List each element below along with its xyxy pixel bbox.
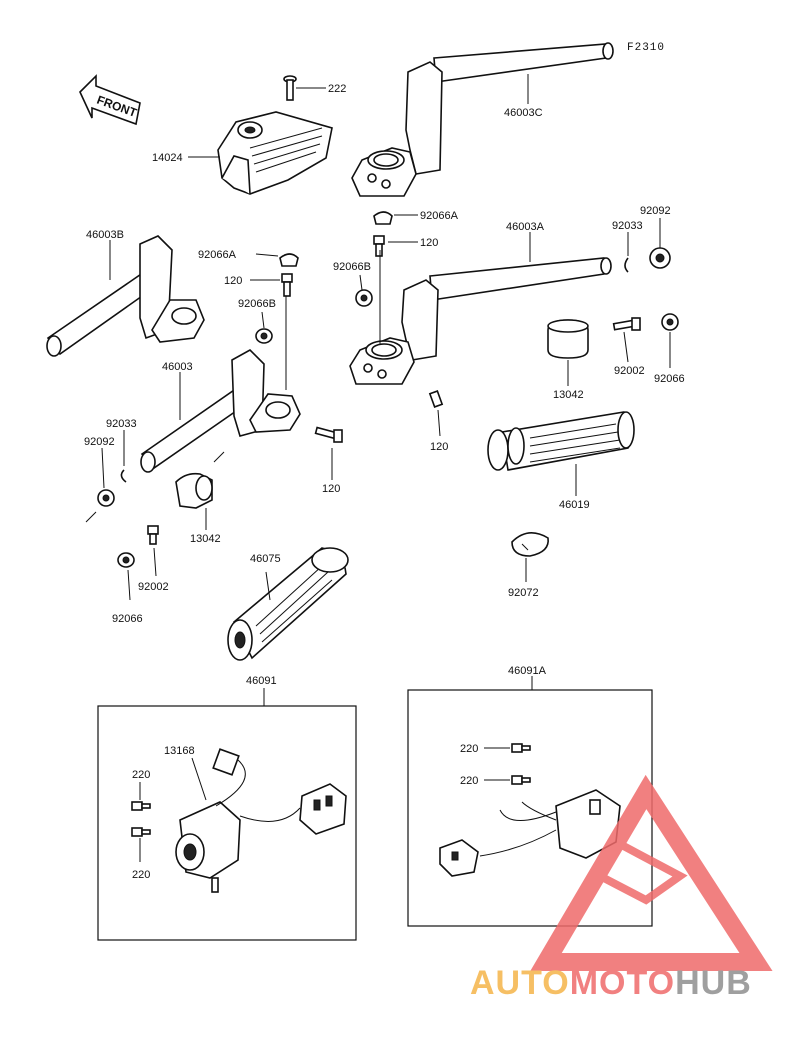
label-92002-left: 92002: [138, 581, 169, 593]
label-92072: 92072: [508, 587, 539, 599]
bolt-92002-right-part: [612, 317, 641, 331]
bolt-120-right-top-part: [373, 235, 385, 257]
label-220-right-1: 220: [460, 743, 478, 755]
label-92033-left: 92033: [106, 418, 137, 430]
bolt-120-bottom-left-part: [314, 426, 343, 443]
label-220-right-2: 220: [460, 775, 478, 787]
clip-92033-left-part: [120, 469, 127, 483]
switch-46091a-part: [439, 789, 621, 877]
label-46003c: 46003C: [504, 107, 543, 119]
figure-code: F2310: [627, 42, 665, 54]
screw-220-left-1-part: [131, 801, 151, 811]
weight-13042-right-part: [547, 319, 589, 359]
label-120-right-bottom: 120: [430, 441, 448, 453]
cap-92066b-left-part: [255, 328, 273, 344]
front-arrow-icon: FRONT: [79, 74, 141, 126]
label-46003: 46003: [162, 361, 193, 373]
switch-46091-part: [175, 748, 347, 893]
label-46075: 46075: [250, 553, 281, 565]
label-222: 222: [328, 83, 346, 95]
label-92066b-left: 92066B: [238, 298, 276, 310]
svg-text:AUTOMOTOHUB: AUTOMOTOHUB: [470, 964, 752, 1002]
screw-220-right-1-part: [511, 743, 531, 753]
label-120-right-top: 120: [420, 237, 438, 249]
label-13042-right: 13042: [553, 389, 584, 401]
direction-arrow-left: [85, 511, 97, 523]
grip-46075-part: [227, 547, 349, 661]
label-220-left-2: 220: [132, 869, 150, 881]
label-92066b-right: 92066B: [333, 261, 371, 273]
label-46091a: 46091A: [508, 665, 547, 677]
label-120-left: 120: [224, 275, 242, 287]
clip-92033-right-part: [624, 257, 629, 273]
label-92066-right: 92066: [654, 373, 685, 385]
bolt-120-right-bottom-part: [428, 390, 444, 408]
watermark-auto: AUTO: [470, 964, 570, 1002]
weight-13042-left-part: [175, 472, 213, 509]
handlebar-46003-part: [140, 349, 301, 473]
watermark-logo: AUTOMOTOHUB: [470, 774, 773, 1002]
label-46019: 46019: [559, 499, 590, 511]
cap-92066-right-part: [661, 313, 679, 331]
label-220-left-1: 220: [132, 769, 150, 781]
cap-92066b-right-part: [355, 289, 373, 307]
cap-92066a-right-part: [373, 211, 393, 225]
bolt-92002-left-part: [147, 525, 159, 545]
band-92072-part: [511, 532, 549, 557]
bolt-120-left-part: [281, 273, 293, 297]
switch-46091-frame: [97, 705, 357, 941]
bushing-92092-right-part: [649, 247, 671, 269]
label-92066a-left: 92066A: [198, 249, 237, 261]
screw-220-left-2-part: [131, 827, 151, 837]
handlebar-46003c-part: [351, 42, 614, 197]
label-14024: 14024: [152, 152, 183, 164]
cap-92066-left-part: [117, 552, 135, 568]
label-92066-left: 92066: [112, 613, 143, 625]
label-46003b: 46003B: [86, 229, 124, 241]
direction-arrow-right: [213, 451, 225, 463]
label-13168: 13168: [164, 745, 195, 757]
cap-92066a-left-part: [279, 253, 299, 267]
handlebar-46003a-part: [349, 257, 612, 385]
label-46003a: 46003A: [506, 221, 545, 233]
bolt-222-part: [283, 75, 297, 101]
label-92066a-right: 92066A: [420, 210, 459, 222]
handlebar-46003b-part: [46, 235, 205, 357]
label-92033-right: 92033: [612, 220, 643, 232]
handlebar-cover-part: [217, 111, 333, 195]
grip-46019-part: [487, 411, 635, 471]
label-13042-left: 13042: [190, 533, 221, 545]
label-92092-left: 92092: [84, 436, 115, 448]
watermark-hub: HUB: [675, 964, 752, 1002]
label-46091: 46091: [246, 675, 277, 687]
bushing-92092-left-part: [97, 489, 115, 507]
watermark-moto: MOTO: [570, 964, 675, 1002]
screw-220-right-2-part: [511, 775, 531, 785]
label-120-bottom-left: 120: [322, 483, 340, 495]
label-92092-right: 92092: [640, 205, 671, 217]
label-92002-right: 92002: [614, 365, 645, 377]
